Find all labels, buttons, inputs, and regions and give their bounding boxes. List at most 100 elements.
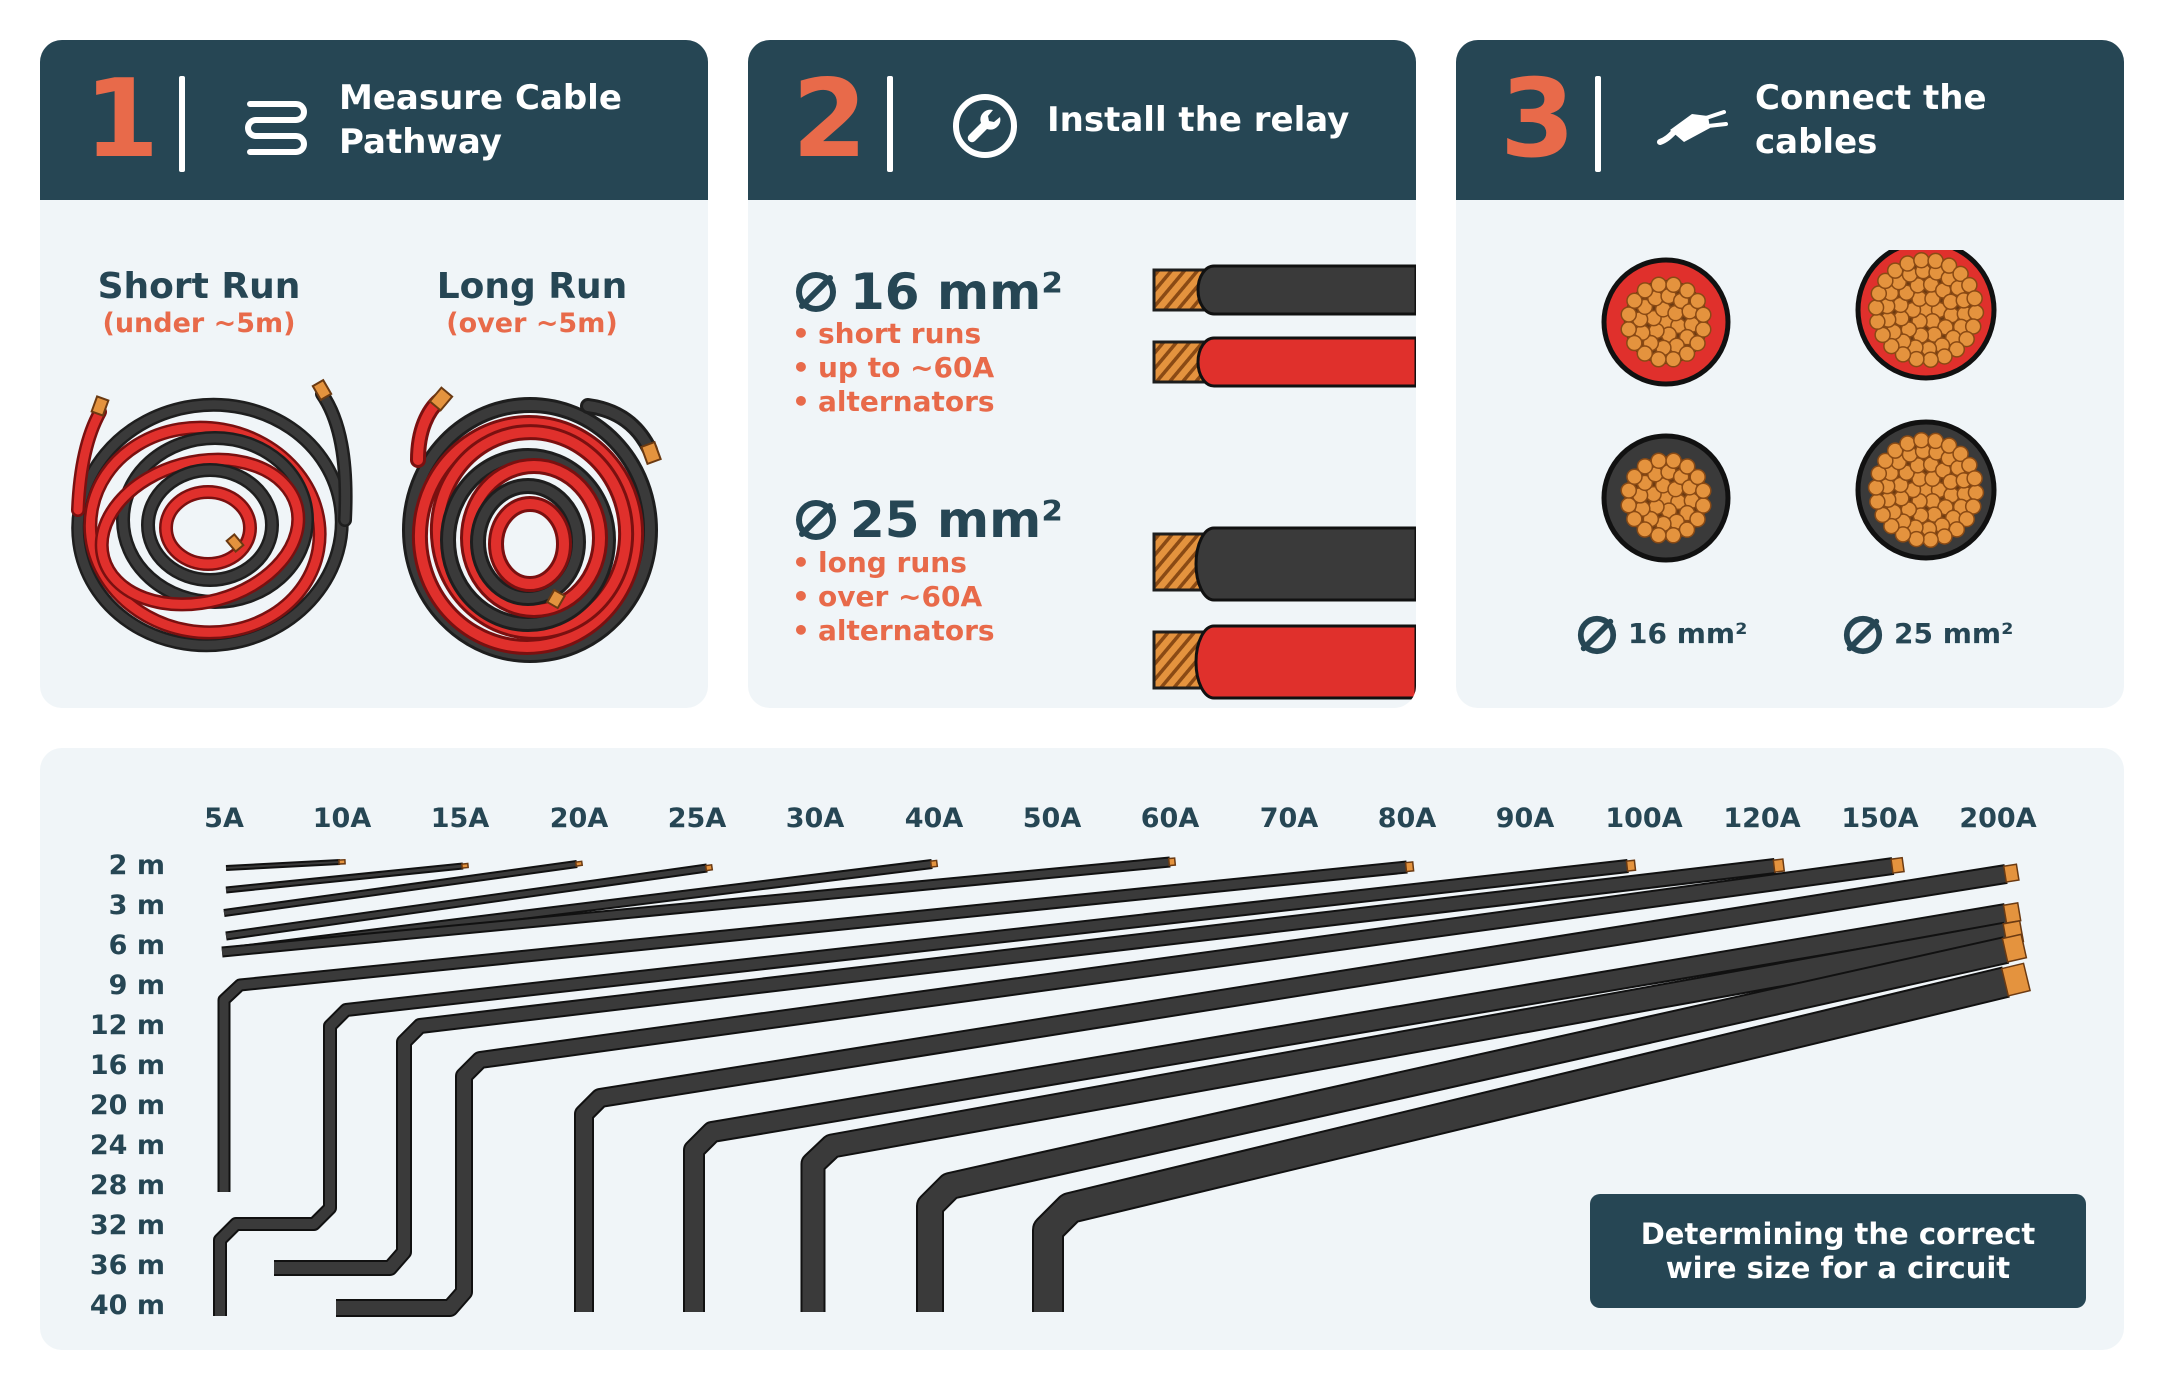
- amp-label: 60A: [1140, 803, 1200, 834]
- diameter-icon-25-small: [1843, 615, 1883, 655]
- amp-label: 150A: [1841, 803, 1919, 834]
- step-1-header: 1 Measure Cable Pathway: [40, 40, 708, 200]
- step-1-number: 1: [84, 57, 160, 182]
- step-2-header: 2 Install the relay: [748, 40, 1416, 200]
- amp-label: 30A: [785, 803, 845, 834]
- copper-tip: [2000, 962, 2031, 997]
- amp-label: 20A: [549, 803, 609, 834]
- diameter-icon-25: [796, 500, 836, 540]
- cable: [223, 860, 584, 917]
- short-run-title: Short Run: [97, 266, 301, 307]
- length-label: 9 m: [108, 970, 165, 1001]
- length-label: 6 m: [108, 930, 165, 961]
- cable-cross-section: [1855, 419, 1997, 561]
- amp-label: 15A: [430, 803, 490, 834]
- amp-label: 120A: [1723, 803, 1801, 834]
- cable: [274, 858, 1786, 1276]
- amp-label: 100A: [1605, 803, 1683, 834]
- cable: [225, 863, 714, 941]
- amp-label: 10A: [312, 803, 372, 834]
- copper-tip: [460, 862, 469, 869]
- size-25-label: 25 mm²: [850, 491, 1064, 549]
- long-run-title: Long Run: [436, 266, 628, 307]
- step-2-title: Install the relay: [1047, 100, 1350, 140]
- step-1-card: 1 Measure Cable Pathway Short Run (under…: [40, 40, 708, 708]
- length-label: 20 m: [89, 1090, 165, 1121]
- long-run-subtitle: (over ~5m): [446, 308, 618, 339]
- step-3-number: 3: [1500, 57, 1576, 182]
- amp-label: 80A: [1377, 803, 1437, 834]
- bullet: over ~60A: [792, 580, 1058, 614]
- amp-label: 90A: [1495, 803, 1555, 834]
- length-label: 16 m: [89, 1050, 165, 1081]
- copper-tip: [2002, 863, 2020, 883]
- cable: [221, 856, 1177, 958]
- cable-cross-section: [1601, 433, 1731, 563]
- step-3-divider: [1595, 76, 1601, 172]
- length-label: 36 m: [89, 1250, 165, 1281]
- cable: [217, 860, 1415, 1192]
- cable: [336, 856, 1905, 1317]
- amp-label: 5A: [204, 803, 244, 834]
- cross-section-25-label: 25 mm²: [1894, 617, 2014, 650]
- cable: [213, 859, 1637, 1316]
- amp-label: 50A: [1022, 803, 1082, 834]
- copper-tip: [1625, 859, 1637, 872]
- bullet: alternators: [792, 614, 1058, 648]
- copper-tip: [1772, 858, 1786, 873]
- cable: [225, 862, 469, 894]
- bullet: short runs: [792, 317, 1058, 351]
- bullet: long runs: [792, 546, 1058, 580]
- size-25-bullets: long runs over ~60A alternators: [792, 546, 1058, 648]
- short-run-coil-illustration: [71, 378, 353, 653]
- bullet: alternators: [792, 385, 1058, 419]
- step-2-divider: [887, 76, 893, 172]
- cable: [574, 863, 2020, 1312]
- chart-caption: Determining the correct wire size for a …: [1590, 1194, 2086, 1308]
- amp-label: 200A: [1959, 803, 2037, 834]
- cable: [916, 933, 2028, 1312]
- copper-tip: [574, 860, 584, 867]
- short-run-subtitle: (under ~5m): [102, 308, 296, 339]
- step-3-card: 3 Connect the cables 16 mm² 25 mm²: [1456, 40, 2124, 708]
- step-2-card: 2 Install the relay 16 mm² short runs up…: [748, 40, 1416, 708]
- coiled-cable-icon: [245, 101, 307, 155]
- cable: [683, 902, 2022, 1312]
- length-label: 28 m: [89, 1170, 165, 1201]
- step-3-title: Connect the cables: [1755, 78, 1987, 162]
- copper-tip: [338, 858, 346, 865]
- length-label: 40 m: [89, 1290, 165, 1321]
- cable-cross-section: [1601, 257, 1731, 387]
- length-label: 2 m: [108, 850, 165, 881]
- length-label: 3 m: [108, 890, 165, 921]
- copper-tip: [704, 863, 714, 872]
- size-16-label: 16 mm²: [850, 263, 1064, 321]
- copper-tip: [929, 859, 939, 868]
- cross-section-16-label: 16 mm²: [1628, 617, 1748, 650]
- cable: [1032, 962, 2031, 1312]
- step-3-header: 3 Connect the cables: [1456, 40, 2124, 200]
- cable-ends-illustration: [1152, 264, 1416, 700]
- length-label: 12 m: [89, 1010, 165, 1041]
- amp-label: 40A: [904, 803, 964, 834]
- cable: [225, 858, 346, 871]
- cable-plug-icon: [1657, 110, 1728, 145]
- step-1-title: Measure Cable Pathway: [339, 78, 622, 162]
- length-label: 32 m: [89, 1210, 165, 1241]
- length-label: 24 m: [89, 1130, 165, 1161]
- amp-label: 70A: [1259, 803, 1319, 834]
- amp-label: 25A: [667, 803, 727, 834]
- copper-tip: [1890, 856, 1905, 874]
- wrench-icon: [953, 94, 1017, 158]
- cable-cross-sections: [1601, 250, 1997, 563]
- long-run-coil-illustration: [402, 386, 662, 663]
- bullet: up to ~60A: [792, 351, 1058, 385]
- size-16-bullets: short runs up to ~60A alternators: [792, 317, 1058, 419]
- copper-tip: [1404, 861, 1415, 873]
- step-1-divider: [179, 76, 185, 172]
- copper-tip: [2002, 902, 2022, 924]
- diameter-icon-16: [796, 272, 836, 312]
- diameter-icon-16-small: [1577, 615, 1617, 655]
- cable-cross-section: [1855, 250, 1997, 381]
